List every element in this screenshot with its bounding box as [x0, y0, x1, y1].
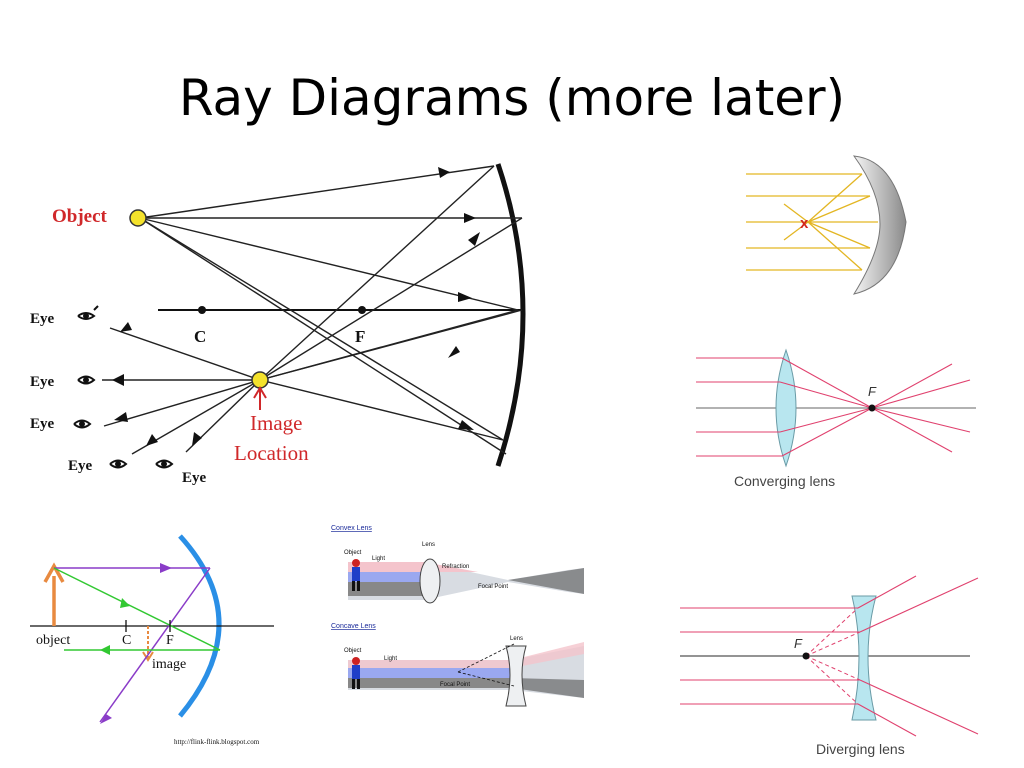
diverging-lens-caption: Diverging lens [816, 741, 905, 757]
image-label: Image [250, 411, 302, 435]
converging-lens-caption: Converging lens [734, 473, 835, 489]
focus-mark: x [800, 215, 809, 232]
lens-pair-diagram: Convex Lens Object Light Lens Refraction… [331, 525, 584, 707]
concave-lens [851, 595, 877, 721]
converging-rays [696, 357, 971, 457]
eye-4: Eye [68, 458, 128, 474]
focal-label: F [794, 636, 803, 651]
diverging-rays [680, 575, 979, 737]
concave-lens-label: Lens [510, 636, 523, 642]
blue-mirror [178, 534, 222, 718]
convex-object-label: Object [344, 550, 362, 556]
parallel-rays [746, 173, 878, 271]
convex-light-label: Light [372, 556, 385, 562]
eye-5: Eye [155, 459, 207, 486]
c-label: C [194, 327, 206, 346]
object-label: object [36, 633, 70, 648]
eye-2: Eye [30, 374, 96, 390]
concave-focal-label: Focal Point [440, 682, 470, 688]
convex-lens-shape [419, 558, 441, 604]
eye-icon [77, 375, 96, 385]
small-mirror-diagram: object C F image http://flink-flink.blog… [30, 534, 274, 746]
image-label: image [152, 657, 186, 672]
concave-object-label: Object [344, 648, 362, 654]
svg-text:Eye: Eye [30, 374, 55, 390]
person-icon [352, 657, 360, 689]
concave-mirror [495, 163, 526, 467]
svg-text:Eye: Eye [68, 458, 93, 474]
convex-refraction-label: Refraction [442, 564, 469, 570]
object-label: Object [52, 206, 108, 227]
eye-1: Eye [30, 305, 99, 327]
image-location-label: Location [234, 441, 309, 465]
object-point [129, 209, 147, 227]
eye-icon [155, 459, 174, 469]
image-point [251, 371, 269, 389]
focal-point [868, 404, 876, 412]
c-label: C [122, 633, 131, 648]
focal-label: F [868, 384, 877, 399]
concave-light-label: Light [384, 656, 397, 662]
person-icon [352, 559, 360, 591]
concave-mirror-focus-diagram: x [746, 155, 907, 295]
f-label: F [355, 327, 365, 346]
credit-label: http://flink-flink.blogspot.com [174, 738, 260, 746]
convex-title: Convex Lens [331, 525, 372, 532]
center-point [198, 306, 206, 314]
eye-icon [109, 459, 128, 469]
curved-mirror [852, 155, 907, 295]
incident-rays [102, 165, 523, 455]
f-label: F [166, 633, 174, 648]
virtual-rays [805, 607, 861, 705]
convex-lens-label: Lens [422, 542, 435, 548]
diverging-lens-diagram: F Diverging lens [680, 575, 979, 757]
convex-focal-label: Focal Point [478, 584, 508, 590]
slide-title: Ray Diagrams (more later) [178, 69, 846, 127]
eye-icon [77, 305, 99, 320]
focal-point [802, 652, 810, 660]
concave-lens-shape [505, 645, 527, 707]
svg-text:Eye: Eye [30, 311, 55, 327]
concave-title: Concave Lens [331, 623, 376, 630]
convex-lens [775, 348, 797, 468]
focal-point [358, 306, 366, 314]
converging-lens-diagram: F Converging lens [696, 348, 976, 489]
svg-text:Eye: Eye [30, 416, 55, 432]
ray-arrowheads [112, 167, 480, 446]
mirror-eye-diagram: Object C F Image Location Eye Eye Eye Ey… [30, 163, 526, 486]
eye-icon [73, 419, 92, 429]
eye-3: Eye [30, 416, 92, 432]
svg-text:Eye: Eye [182, 470, 207, 486]
